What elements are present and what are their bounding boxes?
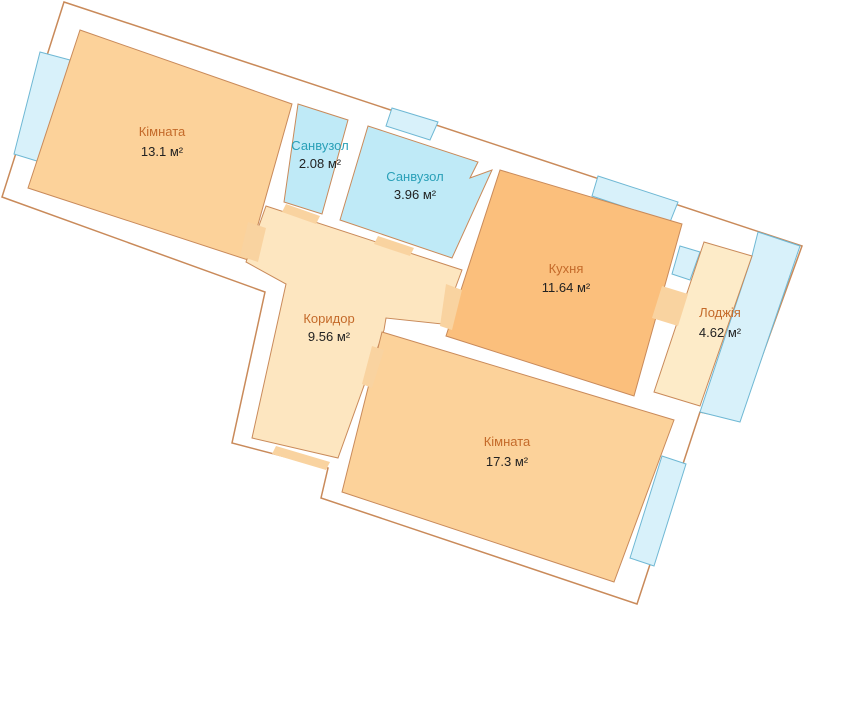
door-entrance: [272, 446, 330, 470]
room-kitchen[interactable]: [445, 169, 683, 397]
room2-name: Кімната: [484, 434, 531, 449]
bath2-area: 3.96 м²: [394, 187, 437, 202]
room-room2[interactable]: [341, 331, 675, 583]
bath2-name: Санвузол: [386, 169, 443, 184]
door-loggia: [652, 286, 688, 326]
door-bath2: [374, 236, 414, 256]
label-kitchen: Кухня 11.64 м²: [542, 261, 591, 295]
window-loggia: [699, 231, 801, 423]
door-room1: [240, 222, 266, 262]
room-loggia[interactable]: [653, 241, 753, 407]
kitchen-area: 11.64 м²: [542, 280, 591, 295]
room1-name: Кімната: [139, 124, 186, 139]
room2-area: 17.3 м²: [486, 454, 529, 469]
door-bath1: [282, 204, 320, 224]
label-bath2: Санвузол 3.96 м²: [386, 169, 443, 202]
door-kitchen: [440, 284, 462, 330]
bath1-name: Санвузол: [291, 138, 348, 153]
loggia-name: Лоджія: [699, 305, 741, 320]
label-room2: Кімната 17.3 м²: [484, 434, 531, 469]
window-room2: [629, 455, 687, 567]
label-corridor: Коридор 9.56 м²: [303, 311, 354, 344]
kitchen-name: Кухня: [549, 261, 584, 276]
label-room1: Кімната 13.1 м²: [139, 124, 186, 159]
loggia-area: 4.62 м²: [699, 325, 742, 340]
room-bath2[interactable]: [339, 125, 493, 259]
corridor-name: Коридор: [303, 311, 354, 326]
room-bath1[interactable]: [283, 103, 349, 215]
room1-area: 13.1 м²: [141, 144, 184, 159]
window-kitchen-side: [671, 245, 701, 281]
bath1-area: 2.08 м²: [299, 156, 342, 171]
label-loggia: Лоджія 4.62 м²: [699, 305, 742, 340]
window-bath2: [385, 107, 439, 141]
label-bath1: Санвузол 2.08 м²: [291, 138, 348, 171]
corridor-area: 9.56 м²: [308, 329, 351, 344]
door-room2: [362, 346, 384, 388]
